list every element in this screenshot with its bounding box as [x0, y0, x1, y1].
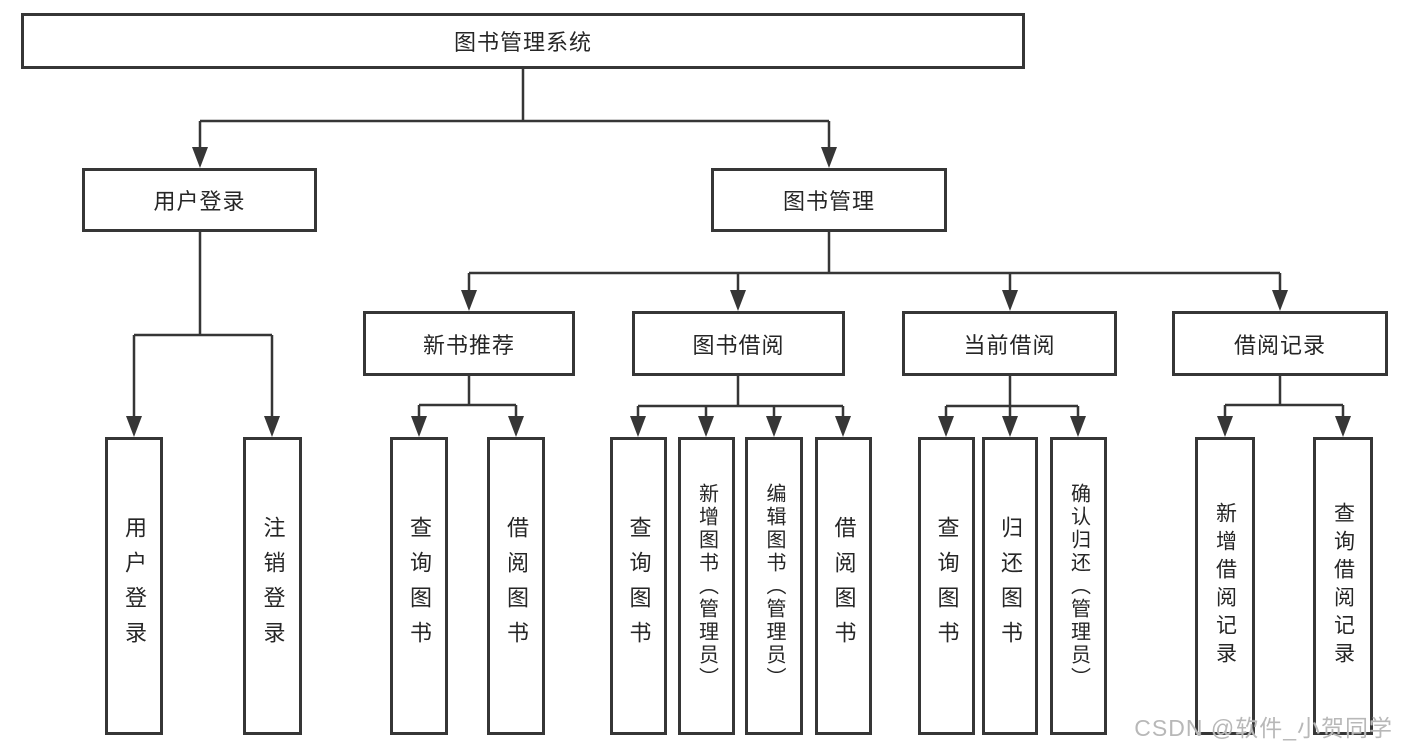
leaf-return-books: 归还图书 — [982, 437, 1038, 735]
connector-line — [132, 230, 274, 418]
node-borrow-records: 借阅记录 — [1172, 311, 1388, 376]
arrowhead-icon — [126, 416, 280, 437]
node-book-borrowing: 图书借阅 — [632, 311, 845, 376]
leaf-logout: 注销登录 — [243, 437, 302, 735]
leaf-borrow-books: 借阅图书 — [815, 437, 872, 735]
leaf-confirm-return-admin: 确认归还（管理员） — [1050, 437, 1107, 735]
arrowhead-icon — [938, 416, 1086, 437]
connector-borrow-records-to-leaves — [1217, 374, 1351, 437]
connector-book-borrowing-to-leaves — [630, 374, 851, 437]
leaf-query-books-recommend: 查询图书 — [390, 437, 448, 735]
node-book-management: 图书管理 — [711, 168, 947, 232]
leaf-query-books-borrowing: 查询图书 — [610, 437, 667, 735]
connector-line — [636, 374, 845, 418]
leaf-query-books-current: 查询图书 — [918, 437, 975, 735]
node-new-book-recommend: 新书推荐 — [363, 311, 575, 376]
connector-book-management-to-level3 — [461, 230, 1288, 311]
leaf-borrow-books-recommend: 借阅图书 — [487, 437, 545, 735]
node-user-login: 用户登录 — [82, 168, 317, 232]
arrowhead-icon — [411, 416, 524, 437]
leaf-edit-books-admin: 编辑图书（管理员） — [745, 437, 803, 735]
arrowhead-icon — [630, 416, 851, 437]
node-library-system: 图书管理系统 — [21, 13, 1025, 69]
arrowhead-icon — [461, 290, 1288, 311]
connector-new-book-recommend-to-leaves — [411, 374, 524, 437]
connector-line — [1223, 374, 1345, 418]
leaf-add-books-admin: 新增图书（管理员） — [678, 437, 735, 735]
leaf-user-login: 用户登录 — [105, 437, 163, 735]
connector-line — [467, 230, 1282, 292]
leaf-query-borrow-record: 查询借阅记录 — [1313, 437, 1373, 735]
node-current-borrowing: 当前借阅 — [902, 311, 1117, 376]
connector-root-to-level2 — [192, 69, 837, 168]
connector-line — [198, 69, 831, 149]
csdn-watermark: CSDN @软件_小贺同学 — [1134, 715, 1393, 741]
connector-user-login-to-leaves — [126, 230, 280, 437]
connector-line — [944, 374, 1080, 418]
arrowhead-icon — [1217, 416, 1351, 437]
connector-line — [417, 374, 518, 418]
arrowhead-icon — [192, 147, 837, 168]
connector-current-borrowing-to-leaves — [938, 374, 1086, 437]
leaf-add-borrow-record: 新增借阅记录 — [1195, 437, 1255, 735]
